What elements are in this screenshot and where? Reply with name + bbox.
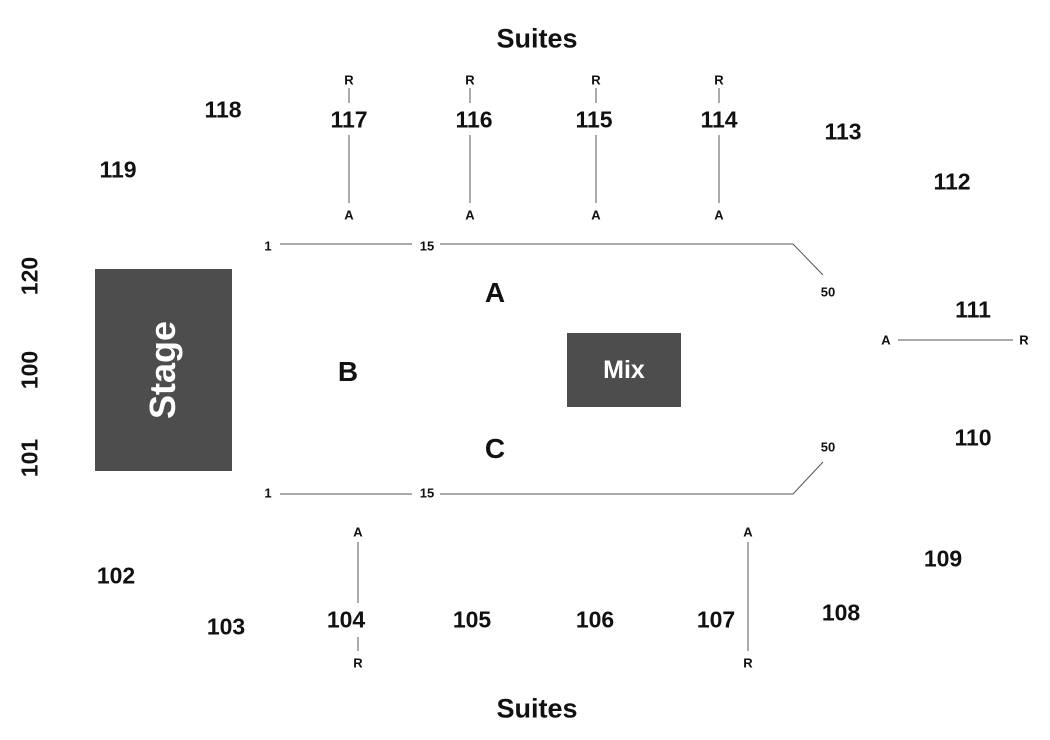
section-116[interactable]: 116 — [455, 106, 493, 133]
section-106[interactable]: 106 — [575, 606, 615, 633]
section-120[interactable]: 120 — [16, 256, 43, 296]
section-108[interactable]: 108 — [821, 599, 861, 626]
section-118[interactable]: 118 — [204, 96, 242, 123]
aisle-104-a: A — [353, 524, 363, 540]
row-marker-bottom-1: 1 — [264, 485, 272, 501]
suites-bottom-label: Suites — [496, 693, 578, 724]
section-109[interactable]: 109 — [923, 545, 963, 572]
aisle-114-r: R — [714, 72, 724, 88]
row-marker-top-15: 15 — [419, 238, 435, 254]
section-119[interactable]: 119 — [99, 156, 137, 183]
aisle-111-r: R — [1019, 332, 1029, 348]
section-114[interactable]: 114 — [700, 106, 738, 133]
row-line-top-right — [440, 243, 824, 276]
aisle-116-r: R — [465, 72, 475, 88]
section-111[interactable]: 111 — [955, 296, 991, 323]
row-line-bottom-right — [440, 461, 824, 495]
aisle-107-a: A — [743, 524, 753, 540]
mix-label: Mix — [603, 355, 645, 384]
section-102[interactable]: 102 — [96, 562, 136, 589]
aisle-116-a: A — [465, 207, 475, 223]
stage: Stage — [95, 269, 232, 471]
aisle-114-a: A — [714, 207, 724, 223]
aisle-104-r: R — [353, 655, 363, 671]
aisle-111-a: A — [881, 332, 891, 348]
section-112[interactable]: 112 — [933, 168, 971, 195]
aisle-117-r: R — [344, 72, 354, 88]
section-107[interactable]: 107 — [696, 606, 736, 633]
stage-label: Stage — [142, 320, 184, 420]
row-marker-bottom-15: 15 — [419, 485, 435, 501]
row-marker-bottom-50: 50 — [820, 439, 836, 455]
floor-zone-a[interactable]: A — [484, 277, 506, 308]
section-115[interactable]: 115 — [575, 106, 613, 133]
section-117[interactable]: 117 — [330, 106, 368, 133]
aisle-115-a: A — [591, 207, 601, 223]
suites-top-label: Suites — [496, 23, 578, 54]
row-marker-top-50: 50 — [820, 284, 836, 300]
section-103[interactable]: 103 — [206, 613, 246, 640]
section-113[interactable]: 113 — [824, 118, 862, 145]
aisle-115-r: R — [591, 72, 601, 88]
section-105[interactable]: 105 — [452, 606, 492, 633]
mix-position: Mix — [567, 333, 681, 407]
floor-zone-b[interactable]: B — [337, 356, 359, 387]
section-104[interactable]: 104 — [326, 606, 366, 633]
section-100[interactable]: 100 — [16, 350, 43, 390]
aisle-117-a: A — [344, 207, 354, 223]
section-110[interactable]: 110 — [954, 424, 992, 451]
aisle-107-r: R — [743, 655, 753, 671]
floor-zone-c[interactable]: C — [484, 433, 506, 464]
row-marker-top-1: 1 — [264, 238, 272, 254]
section-101[interactable]: 101 — [16, 438, 43, 478]
